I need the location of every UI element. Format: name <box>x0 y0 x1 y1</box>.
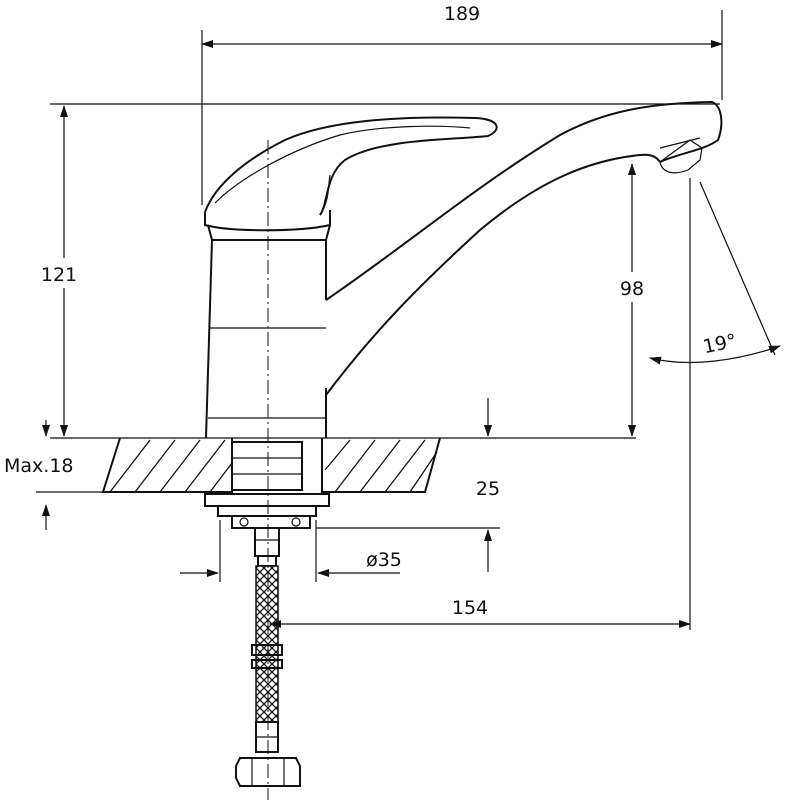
faucet-body <box>204 100 723 439</box>
dim-spout-angle: 19° <box>649 178 781 630</box>
dim-overall-height: 121 <box>36 103 720 439</box>
dim-label-189: 189 <box>444 3 480 25</box>
dim-label-154: 154 <box>452 597 488 619</box>
dim-label-max18: Max.18 <box>4 455 74 477</box>
dim-base-thickness: 25 <box>316 398 500 572</box>
dim-spout-reach: 154 <box>269 597 691 628</box>
dim-mount-diameter: ø35 <box>180 520 402 582</box>
dim-max-deck: Max.18 <box>4 420 103 530</box>
dim-label-25: 25 <box>476 478 500 500</box>
mounting-hardware <box>204 441 330 787</box>
dim-overall-length: 189 <box>201 3 723 205</box>
dim-label-98: 98 <box>620 278 644 300</box>
dim-label-19deg: 19° <box>701 330 739 359</box>
dim-spout-height: 98 <box>612 163 652 437</box>
countertop-section <box>101 437 636 493</box>
dim-label-d35: ø35 <box>366 549 402 571</box>
dim-label-121: 121 <box>41 264 77 286</box>
